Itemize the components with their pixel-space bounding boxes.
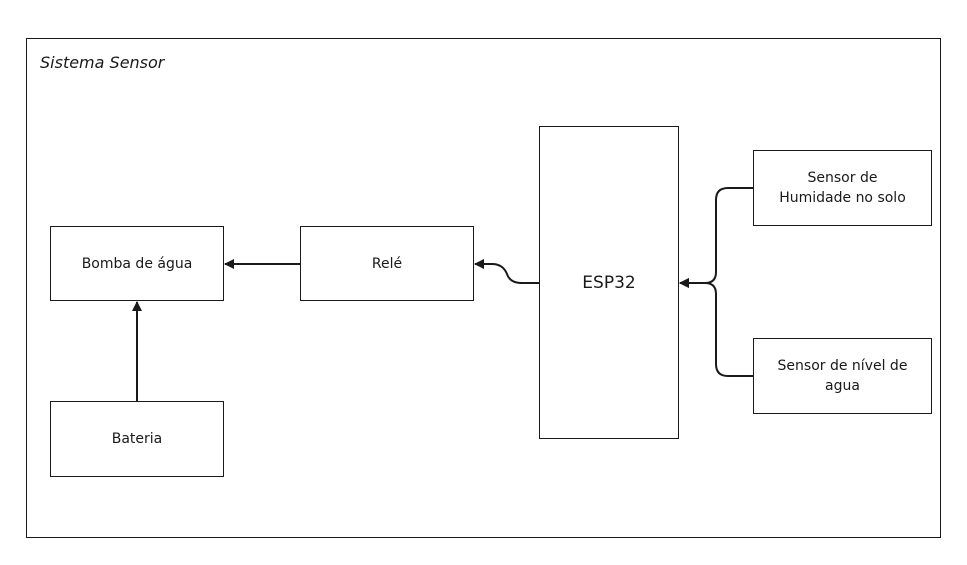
block-rele-label: Relé [371,255,403,272]
frame-title: Sistema Sensor [40,53,165,72]
block-sensor-nivel-label: Sensor de nível de agua [777,358,908,394]
wire-esp32-to-rele [474,259,539,284]
block-bateria-label: Bateria [111,431,163,447]
block-esp32-label: ESP32 [582,272,636,293]
block-sensor-nivel: Sensor de nível de agua [753,338,932,414]
block-esp32: ESP32 [539,126,679,439]
block-rele: Relé [300,226,474,301]
wire-sensor-humidade-to-esp32 [679,187,753,288]
block-bomba-label: Bomba de água [81,255,193,272]
block-sensor-humidade: Sensor de Humidade no solo [753,150,932,226]
block-bomba-de-agua: Bomba de água [50,226,224,301]
system-frame [26,38,941,538]
wire-sensor-nivel-to-esp32 [679,278,753,377]
block-bateria: Bateria [50,401,224,477]
block-sensor-humidade-label: Sensor de Humidade no solo [779,170,906,206]
